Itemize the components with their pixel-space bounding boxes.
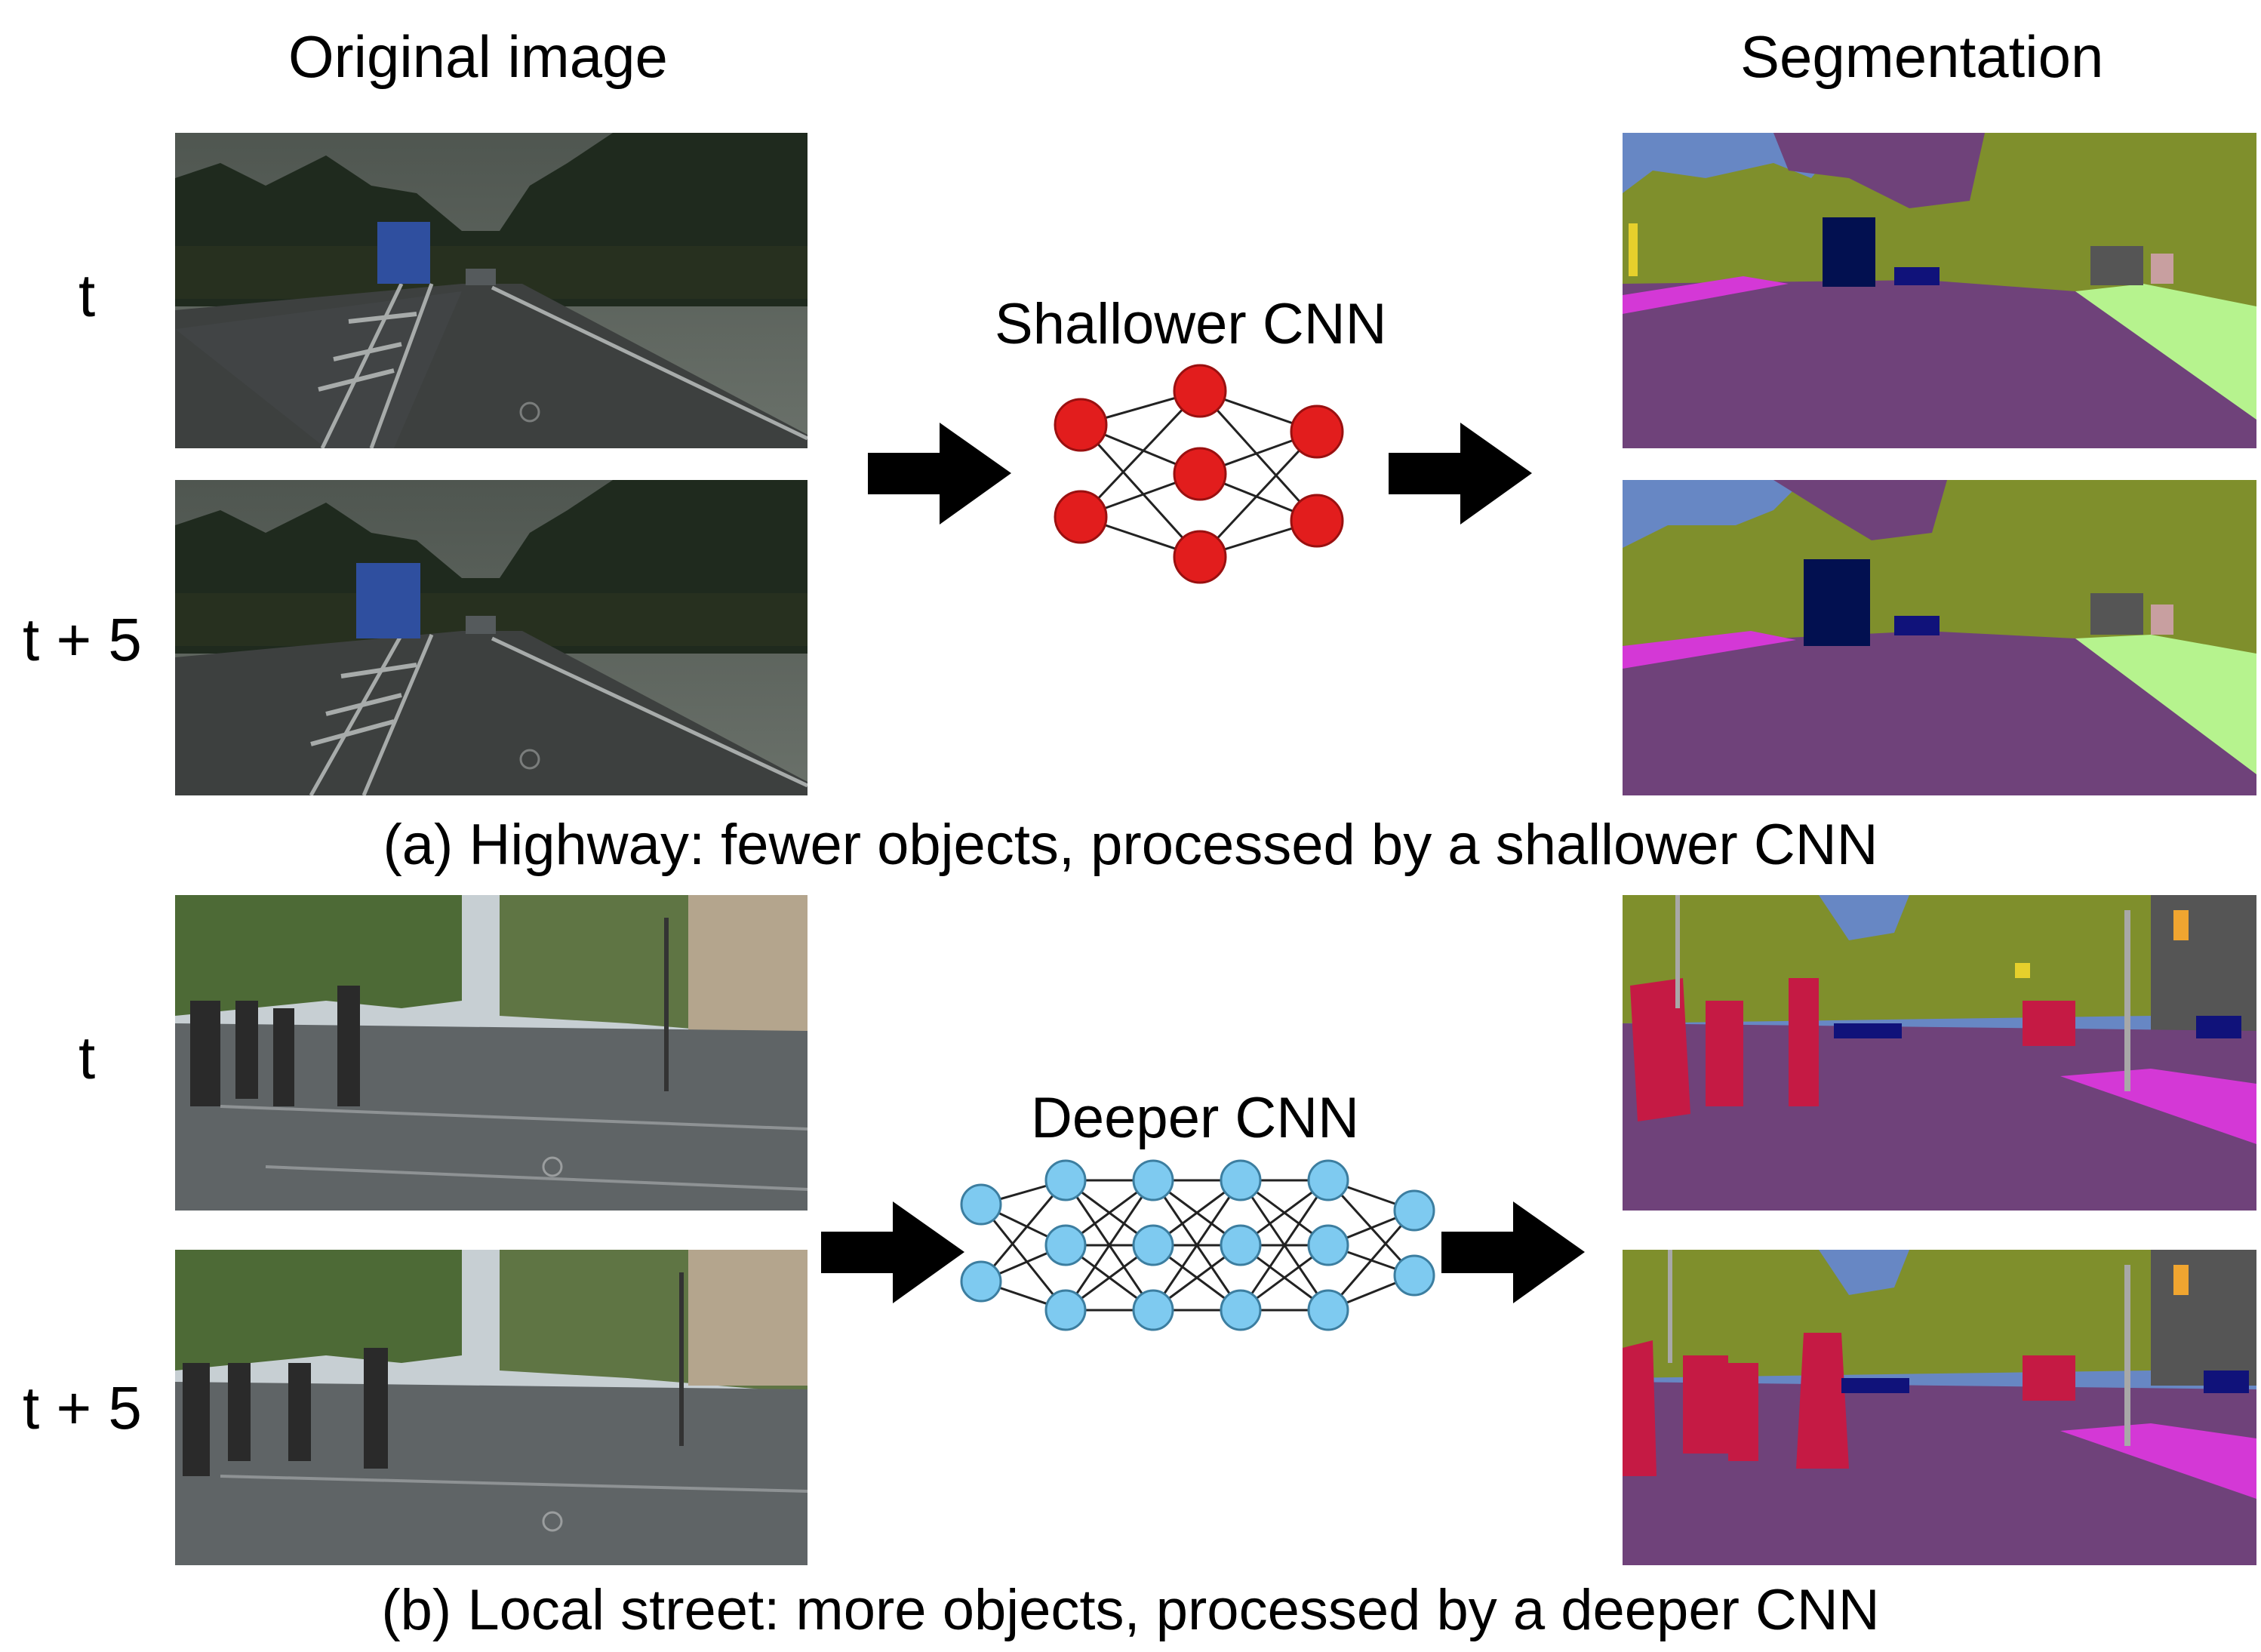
street-segmentation-t [1623,895,2256,1211]
label-t5-highway: t + 5 [23,606,142,673]
original-image-header: Original image [288,23,668,90]
caption-a: (a) Highway: fewer objects, processed by… [383,813,1878,877]
shallow-cnn-title: Shallower CNN [995,292,1387,356]
highway-photo-t [175,133,807,448]
street-segmentation-t5 [1623,1250,2256,1565]
highway-segmentation-t [1623,133,2256,448]
label-t-street: t [78,1024,96,1091]
caption-b: (b) Local street: more objects, processe… [381,1578,1880,1642]
shallow-cnn-network [1054,364,1344,584]
highway-segmentation-t5 [1623,480,2256,795]
deep-cnn-network [960,1159,1435,1331]
label-t-highway: t [78,262,96,329]
highway-photo-t5 [175,480,807,795]
label-t5-street: t + 5 [23,1374,142,1441]
street-photo-t [175,895,807,1211]
arrow-input-to-deep [821,1201,964,1303]
arrow-deep-to-seg [1441,1201,1585,1303]
deep-cnn-title: Deeper CNN [1031,1086,1360,1150]
arrow-shallow-to-seg [1389,423,1532,525]
arrow-input-to-shallow [868,423,1011,525]
segmentation-header: Segmentation [1740,23,2104,90]
street-photo-t5 [175,1250,807,1565]
